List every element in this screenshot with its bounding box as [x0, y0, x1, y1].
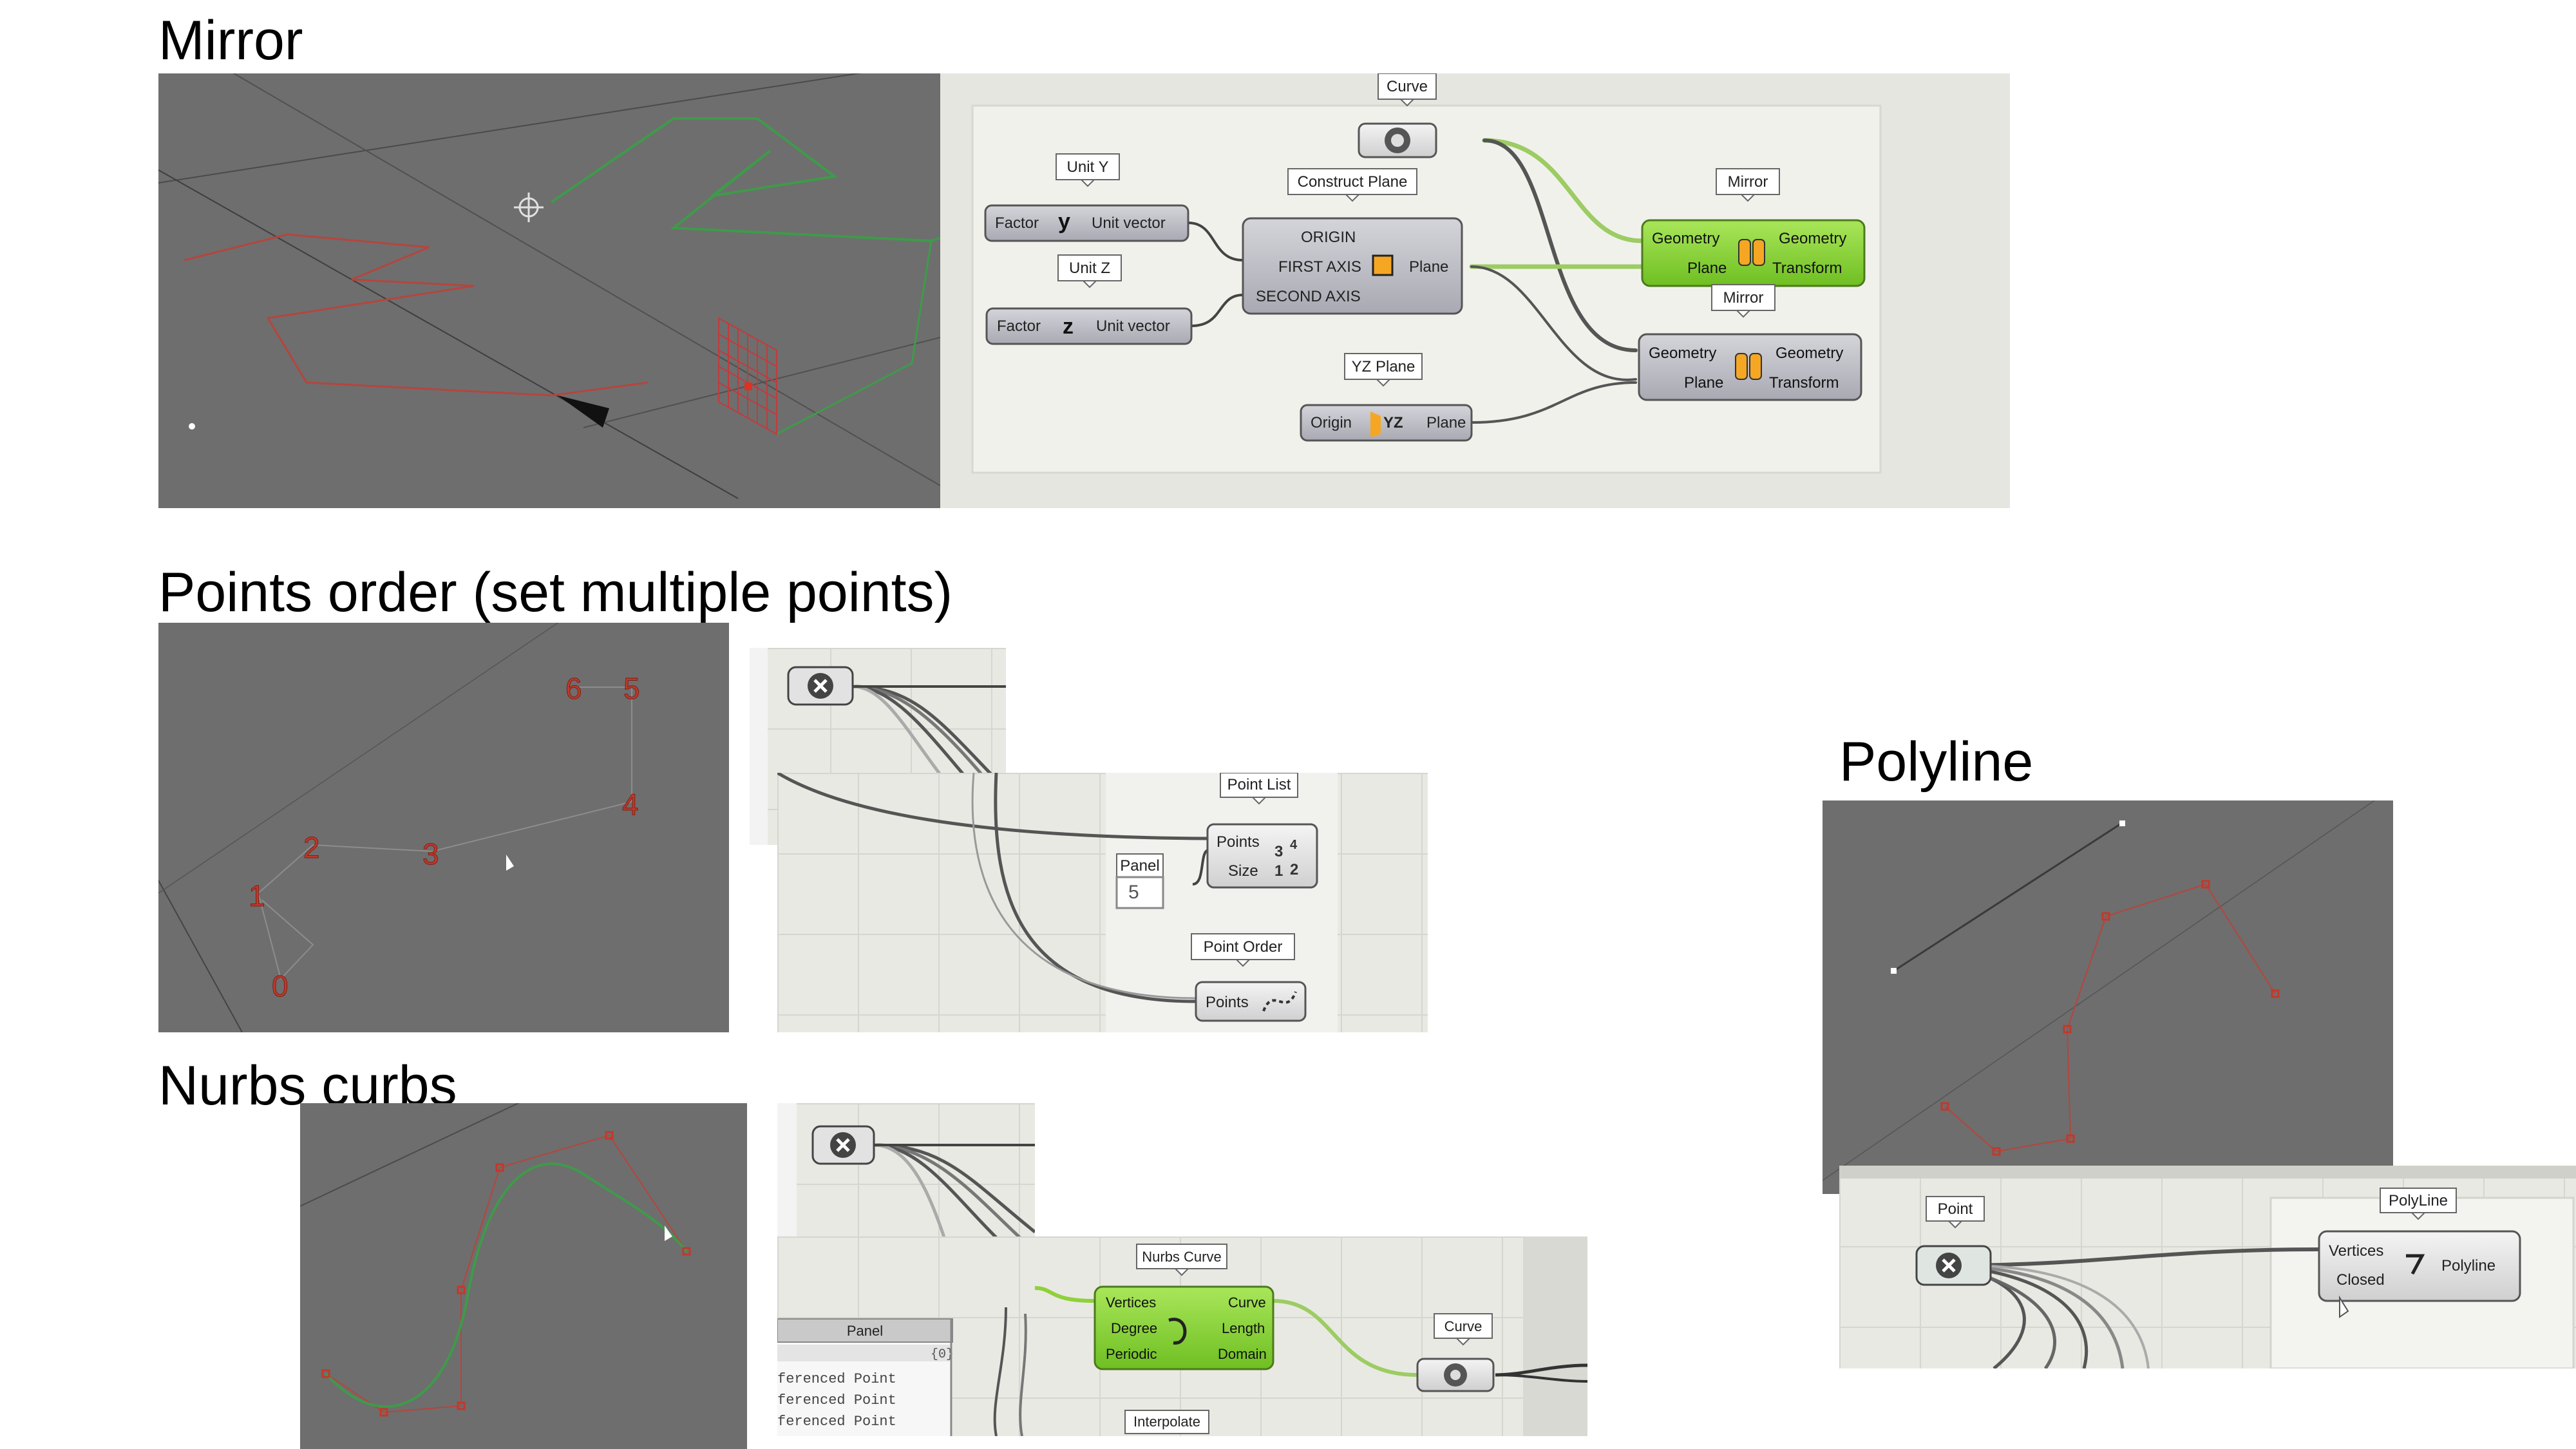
unit-z-output: Unit vector — [1096, 317, 1170, 335]
unit-y-glyph: y — [1058, 209, 1070, 234]
panel-tag: Panel — [1120, 857, 1159, 875]
nurbs-domain-output: Domain — [1218, 1346, 1267, 1362]
mirror1-plane-input: Plane — [1687, 260, 1727, 277]
construct-plane-tag: Construct Plane — [1298, 173, 1408, 191]
list-glyph-bottom: 1 — [1274, 862, 1283, 880]
list-glyph-top: 3 — [1274, 843, 1283, 860]
point-list-size-input: Size — [1228, 862, 1258, 880]
point-list-tag: Point List — [1227, 776, 1291, 793]
nurbs-degree-input: Degree — [1111, 1320, 1157, 1336]
nurbs-periodic-input: Periodic — [1106, 1346, 1157, 1362]
yz-origin-input: Origin — [1311, 414, 1352, 431]
point-list-points-input: Points — [1217, 833, 1260, 851]
point-label-5: 5 — [623, 672, 640, 705]
unit-z-factor: Factor — [997, 317, 1041, 335]
panel-value[interactable]: 5 — [1128, 882, 1139, 903]
nurbs-curve-param-tag: Curve — [1444, 1318, 1482, 1334]
mirror-viewport[interactable] — [158, 73, 940, 508]
polyline-canvas[interactable]: Point PolyLine Vertices Closed Polyline — [1839, 1166, 2576, 1368]
point-order-tag: Point Order — [1204, 938, 1283, 956]
yz-plane-tag: YZ Plane — [1352, 358, 1416, 375]
nurbs-curve-output: Curve — [1228, 1294, 1266, 1311]
mirror2-plane-input: Plane — [1684, 374, 1723, 392]
unit-y-tag: Unit Y — [1067, 158, 1109, 176]
polyline-output: Polyline — [2441, 1257, 2496, 1274]
list-glyph-bottom2: 2 — [1290, 861, 1298, 878]
section-title-polyline: Polyline — [1839, 731, 2034, 793]
mirror-curve-tag: Curve — [1387, 78, 1428, 95]
mirror1-transform-output: Transform — [1772, 260, 1842, 277]
nurbs-panel-header: Panel — [847, 1323, 883, 1339]
points-viewport[interactable]: 0 1 2 3 4 5 6 — [158, 623, 729, 1032]
cp-plane-output: Plane — [1409, 258, 1448, 276]
nurbs-panel-row-3: ferenced Point — [777, 1414, 896, 1430]
unit-y-factor: Factor — [995, 214, 1039, 232]
yz-glyph: YZ — [1383, 414, 1403, 431]
point-order-points-input: Points — [1206, 994, 1249, 1011]
nurbs-canvas-crop-2[interactable]: Nurbs Curve Vertices Degree Periodic Cur… — [777, 1236, 1587, 1436]
mirror-canvas-graph: Curve Unit Y Factor y Unit vector Unit Z… — [971, 73, 1882, 474]
polyline-tag: PolyLine — [2389, 1192, 2448, 1209]
nurbs-panel-row-2: ferenced Point — [777, 1392, 896, 1408]
nurbs-length-output: Length — [1222, 1320, 1265, 1336]
unit-y-output: Unit vector — [1092, 214, 1166, 232]
point-label-2: 2 — [303, 831, 320, 864]
point-label-6: 6 — [565, 672, 582, 705]
unit-z-tag: Unit Z — [1069, 260, 1110, 277]
mirror-tag-1: Mirror — [1728, 173, 1768, 191]
polyline-vertices-input: Vertices — [2329, 1242, 2383, 1260]
mirror-tag-2: Mirror — [1723, 289, 1764, 307]
cp-first-axis-input: FIRST AXIS — [1278, 258, 1361, 276]
cp-origin-input: ORIGIN — [1301, 229, 1356, 246]
nurbs-panel-index: {0} — [931, 1347, 954, 1362]
list-glyph-top2: 4 — [1290, 838, 1298, 852]
mirror2-geometry-input: Geometry — [1649, 345, 1716, 362]
mirror-canvas[interactable]: Curve Unit Y Factor y Unit vector Unit Z… — [940, 73, 2010, 508]
point-label-0: 0 — [272, 969, 289, 1003]
nurbs-vertices-input: Vertices — [1106, 1294, 1156, 1311]
polyline-viewport[interactable] — [1823, 800, 2393, 1194]
nurbs-viewport-drawing — [300, 1103, 691, 1417]
mirror-viewport-drawing — [158, 73, 940, 499]
points-canvas-crop-2[interactable]: Point List Points Size 3 4 1 2 Panel 5 P… — [777, 773, 1428, 1032]
mirror2-geometry-output: Geometry — [1776, 345, 1843, 362]
nurbs-viewport[interactable] — [300, 1103, 747, 1449]
polyline-closed-input: Closed — [2336, 1271, 2385, 1289]
section-title-mirror: Mirror — [158, 10, 303, 71]
nurbs-panel-row-1: ferenced Point — [777, 1371, 896, 1387]
section-title-points-order: Points order (set multiple points) — [158, 562, 953, 623]
polyline-point-tag: Point — [1938, 1200, 1973, 1218]
points-viewport-drawing: 0 1 2 3 4 5 6 — [158, 623, 640, 1032]
interpolate-tag: Interpolate — [1133, 1414, 1200, 1430]
mirror1-geometry-output: Geometry — [1779, 230, 1846, 247]
nurbs-curve-tag: Nurbs Curve — [1142, 1249, 1221, 1265]
yz-plane-output: Plane — [1426, 414, 1466, 431]
polyline-viewport-drawing — [1823, 800, 2376, 1181]
point-label-4: 4 — [622, 788, 639, 821]
mirror2-transform-output: Transform — [1769, 374, 1839, 392]
mirror1-geometry-input: Geometry — [1652, 230, 1719, 247]
point-label-1: 1 — [249, 879, 265, 913]
unit-z-glyph: z — [1063, 314, 1074, 339]
cp-second-axis-input: SECOND AXIS — [1256, 288, 1361, 305]
point-label-3: 3 — [422, 837, 439, 871]
